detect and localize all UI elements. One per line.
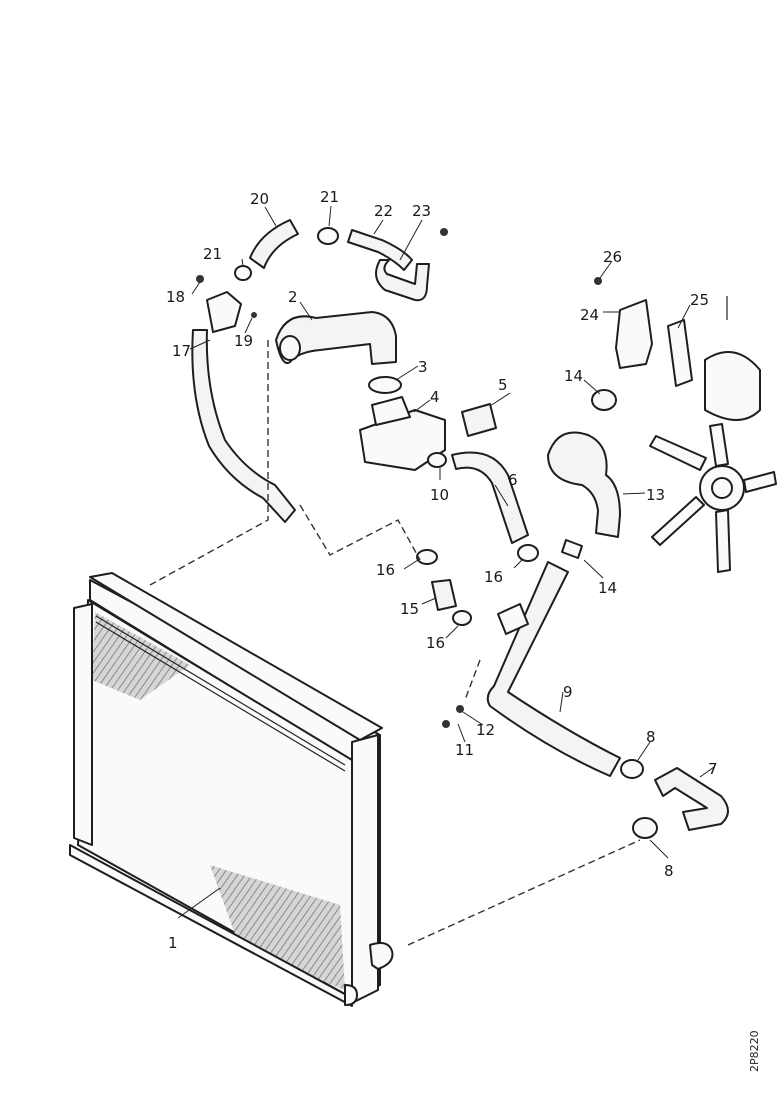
callout-label: 12 (476, 721, 495, 739)
callout-label: 22 (374, 202, 393, 220)
callout-label: 10 (430, 486, 449, 504)
callout-label: 5 (498, 376, 508, 394)
dashed-connection-bypass (299, 504, 421, 561)
callout-label: 18 (166, 288, 185, 306)
callout-label: 16 (484, 568, 503, 586)
lower-hose (442, 561, 644, 779)
callout-label: 14 (598, 579, 617, 597)
callout-label: 1 (168, 934, 178, 952)
callout-label: 19 (234, 332, 253, 350)
dashed-connection-lower (464, 659, 481, 701)
heater-hose (451, 451, 539, 562)
callout-label: 4 (430, 388, 440, 406)
thermostat-housing (359, 376, 497, 471)
callout-label: 9 (563, 683, 573, 701)
callout-label: 3 (418, 358, 428, 376)
callout-label: 6 (508, 471, 518, 489)
callout-label: 20 (250, 190, 269, 208)
cooling-fan (649, 351, 777, 573)
callout-label: 11 (455, 741, 474, 759)
callout-label: 2 (288, 288, 298, 306)
callout-label: 8 (664, 862, 674, 880)
drawing-code: 2P8220 (748, 1030, 761, 1072)
bleed-connector (416, 549, 472, 626)
callout-label: 21 (320, 188, 339, 206)
callout-label: 24 (580, 306, 599, 324)
callout-labels: 1 2 3 4 5 6 7 8 8 9 10 11 12 13 14 14 15… (166, 188, 718, 952)
bypass-hose (191, 275, 296, 523)
callout-label: 14 (564, 367, 583, 385)
callout-label: 13 (646, 486, 665, 504)
callout-label: 26 (603, 248, 622, 266)
callout-label: 23 (412, 202, 431, 220)
callout-label: 25 (690, 291, 709, 309)
upper-manifold-pipe (275, 311, 397, 365)
callout-label: 16 (376, 561, 395, 579)
upper-vent-hoses (234, 219, 448, 302)
radiator-outlet-pipe (632, 767, 729, 839)
callout-label: 16 (426, 634, 445, 652)
leader-lines (177, 205, 715, 919)
dashed-connection-upper (149, 340, 269, 586)
callout-label: 8 (646, 728, 656, 746)
water-outlet-elbow (594, 277, 728, 387)
dashed-connection-outlet (407, 839, 641, 946)
callout-label: 21 (203, 245, 222, 263)
fan-side-hose (547, 389, 621, 559)
callout-label: 17 (172, 342, 191, 360)
radiator (69, 572, 394, 1007)
callout-label: 15 (400, 600, 419, 618)
callout-label: 7 (708, 760, 718, 778)
